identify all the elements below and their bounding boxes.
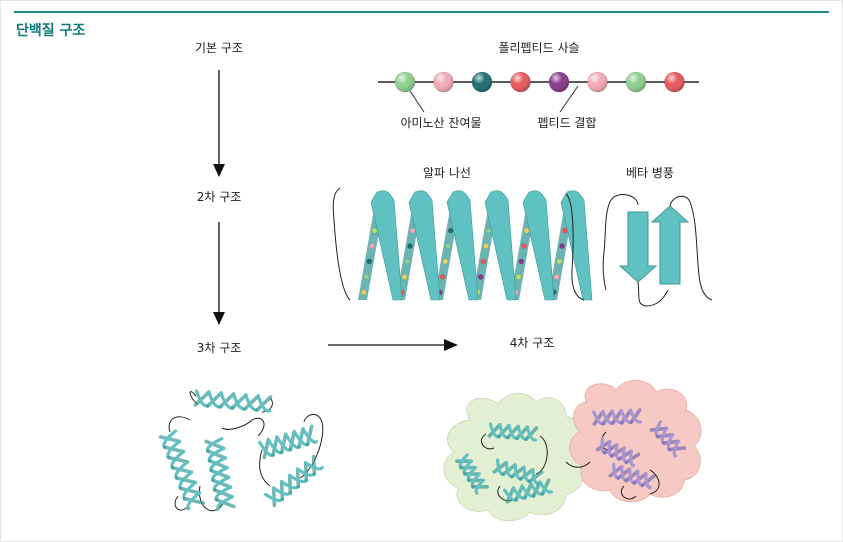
polypeptide-chain: [378, 71, 699, 113]
alpha-helix: [332, 187, 593, 301]
label-peptide-bond: 펩티드 결합: [537, 116, 596, 130]
tertiary-to-quaternary-arrow: [328, 339, 458, 351]
quaternary-structure: [443, 380, 702, 522]
residue-pointer: [409, 90, 425, 113]
label-quaternary-structure: 4차 구조: [510, 336, 555, 350]
amino-acid-bead-red: [510, 71, 531, 93]
label-tertiary-structure: 3차 구조: [197, 341, 242, 355]
label-primary-structure: 기본 구조: [195, 41, 243, 55]
amino-acid-bead-red: [664, 71, 685, 93]
page-title: 단백질 구조: [16, 23, 86, 39]
beta-sheet: [602, 194, 713, 307]
primary-to-secondary-arrow: [213, 70, 225, 177]
bond-pointer: [559, 85, 579, 113]
secondary-to-tertiary-arrow: [213, 222, 225, 325]
title-rule: [14, 11, 829, 13]
beta-strand-up: [650, 205, 690, 285]
label-amino-acid-residue: 아미노산 잔여물: [400, 116, 481, 130]
green-subunit-blob: [443, 392, 585, 522]
beta-strand-down: [618, 211, 658, 283]
amino-acid-bead-purple: [548, 71, 570, 93]
amino-acid-bead-pink: [433, 71, 454, 93]
amino-acid-bead-green: [394, 71, 416, 93]
amino-acid-bead-dark-teal: [471, 71, 493, 93]
label-polypeptide-chain: 폴리펩티드 사슬: [498, 41, 579, 55]
amino-acid-bead-green: [625, 71, 647, 93]
label-alpha-helix: 알파 나선: [423, 166, 471, 180]
label-beta-sheet: 베타 병풍: [626, 166, 674, 180]
amino-acid-bead-pink: [587, 71, 608, 93]
label-secondary-structure: 2차 구조: [197, 190, 242, 204]
tertiary-structure: [158, 389, 324, 512]
